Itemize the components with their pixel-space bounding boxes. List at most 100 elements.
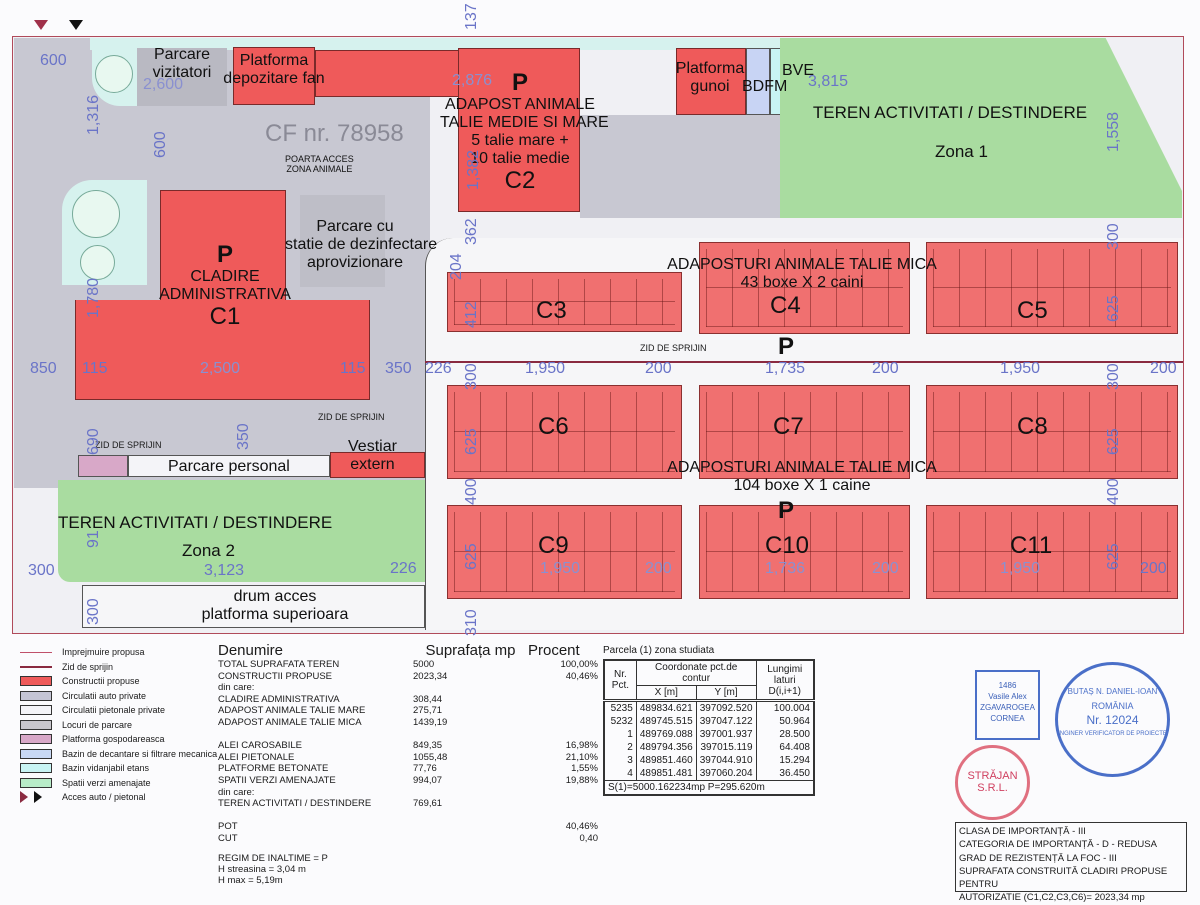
dimension: 226 [425, 360, 452, 377]
zid-label: ZID DE SPRIJIN [640, 343, 707, 353]
table-cell: 1055,48 [413, 751, 448, 763]
table-cell: SPATII VERZI AMENAJATE [218, 774, 336, 786]
parcare-personal-label: Parcare personal [168, 458, 290, 475]
label: aprovizionare [306, 254, 404, 271]
table-cell: 489851.481 [635, 767, 697, 781]
label: ADMINISTRATIVA [159, 286, 291, 303]
table-cell: 849,35 [413, 740, 443, 752]
label: Parcare [153, 46, 211, 63]
info-line: AUTORIZATIE (C1,C2,C3,C6)= 2023,34 mp [959, 892, 1145, 904]
table-cell [528, 729, 598, 741]
label: Parcare cu [316, 218, 394, 235]
table-cell [528, 798, 598, 810]
table-cell: 40,46% [565, 821, 598, 833]
table-cell: 5235 [603, 700, 637, 715]
kennel-c4 [699, 242, 910, 334]
kennel-c7 [699, 385, 910, 479]
dimension: 1,950 [525, 360, 566, 377]
tree-icon [95, 55, 133, 93]
stamp-rect: 1486 Vasile Alex ZGAVAROGEA CORNEA [975, 670, 1040, 740]
table-cell: POT [218, 821, 238, 833]
building-c1-top [160, 190, 286, 302]
legend-item: Spatii verzi amenajate [20, 776, 220, 791]
dimension: 200 [872, 560, 899, 577]
dimension: 362 [463, 218, 480, 245]
label: TALIE MEDIE SI MARE [440, 114, 609, 131]
dimension: 625 [1105, 295, 1122, 322]
project-info-box: CLASA DE IMPORTANȚĂ - III CATEGORIA DE I… [955, 822, 1187, 903]
table-cell: din care: [218, 682, 255, 694]
zona-1-area [780, 38, 1182, 218]
legend-item: Constructii propuse [20, 674, 220, 689]
vestiar-extern [330, 452, 425, 478]
zona-2-title: TEREN ACTIVITATI / DESTINDERE [58, 513, 333, 532]
building-code: C4 [770, 292, 801, 319]
table-cell [218, 729, 413, 741]
dimension: 625 [1105, 428, 1122, 455]
legend-label: Circulatii pietonale private [62, 705, 166, 716]
table-cell: 5232 [603, 715, 637, 728]
header-x: X [m] [635, 685, 697, 701]
dimension: 200 [645, 560, 672, 577]
zona-1-name: Zona 1 [935, 142, 988, 161]
header-denumire: Denumire [218, 642, 284, 659]
table-cell: 1439,19 [413, 716, 448, 728]
table-cell: CLADIRE ADMINISTRATIVA [218, 693, 340, 705]
table-cell: 1 [603, 728, 637, 741]
table-row: POT 40,46% [218, 821, 598, 833]
dimension: 1,736 [765, 560, 806, 577]
bdfm-label: BDFM [742, 78, 788, 95]
label: 104 boxe X 1 caine [733, 477, 871, 494]
legend-label: Circulatii auto private [62, 690, 147, 701]
label: vizitatori [152, 64, 212, 81]
table-cell: 19,88% [565, 774, 598, 786]
table-cell: 489794.356 [635, 741, 697, 754]
zona-1-title: TEREN ACTIVITATI / DESTINDERE [812, 103, 1088, 122]
dimension: 2,600 [143, 76, 184, 93]
info-line: CATEGORIA DE IMPORTANȚĂ - D - REDUSA [959, 839, 1157, 851]
bve-label: BVE [782, 62, 815, 79]
kennel-c6 [447, 385, 682, 479]
table-cell: 397047.122 [695, 715, 757, 728]
parking-mark: P [778, 497, 795, 524]
legend-swatch [20, 690, 52, 701]
drum-acces [82, 585, 425, 628]
kennel-c5 [926, 242, 1178, 334]
dimension: 200 [1140, 560, 1167, 577]
table-cell [528, 787, 598, 799]
fence-line-icon [20, 651, 52, 653]
dimension: 115 [82, 360, 108, 377]
table-cell: 397044.910 [695, 754, 757, 767]
table-cell [218, 810, 413, 822]
legend-item: Locuri de parcare [20, 718, 220, 733]
parking-mark: P [511, 69, 528, 96]
dimension: 625 [463, 543, 480, 570]
legend-label: Zid de sprijin [62, 661, 114, 672]
pedestrian-access-arrow-icon [69, 20, 83, 30]
dimension: 300 [28, 562, 55, 579]
stamp-text: Vasile Alex [988, 692, 1027, 701]
stamp-text: CORNEA [990, 714, 1025, 723]
table-cell [528, 717, 598, 729]
legend-swatch [20, 763, 52, 774]
header-nr: Nr. Pct. [603, 659, 637, 701]
table-cell: TEREN ACTIVITATI / DESTINDERE [218, 798, 372, 810]
parcare-dezinfectare-area [300, 195, 385, 287]
dimension: 137 [463, 3, 480, 30]
table-cell: 275,71 [413, 705, 443, 717]
legend-swatch [20, 705, 52, 716]
dimension: 625 [1105, 543, 1122, 570]
zona-2-name: Zona 2 [182, 541, 235, 560]
dimension: 1,316 [85, 94, 102, 135]
dimension: 200 [645, 360, 672, 377]
label: ZONA ANIMALE [286, 164, 353, 174]
